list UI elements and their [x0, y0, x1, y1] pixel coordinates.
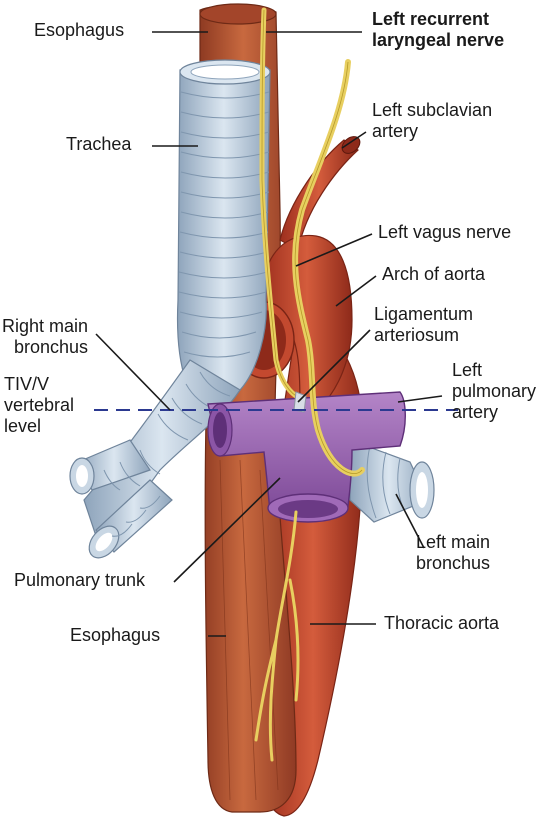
- recurrent-nerve-outline: [261, 9, 301, 399]
- right-bronchus-branch-upper: [77, 439, 151, 491]
- esophagus-top-opening: [199, 3, 277, 25]
- right-bronchus-rings: [103, 371, 231, 537]
- left-subclavian-opening: [341, 136, 361, 154]
- trachea-lumen: [190, 64, 260, 80]
- label-esophagus-bottom: Esophagus: [70, 625, 161, 645]
- vagus-nerve-outline: [294, 61, 363, 474]
- pulmonary-trunk-lumen: [278, 500, 338, 518]
- right-bronchus-upper-lumen: [76, 465, 88, 487]
- label-left-main-bronchus: Left main bronchus: [416, 532, 491, 573]
- label-esophagus-top: Esophagus: [34, 20, 125, 40]
- label-tiv-v-vertebral-level: TIV/V vertebral level: [4, 374, 75, 436]
- label-right-main-bronchus: Right main bronchus: [2, 316, 89, 357]
- right-pulmonary-lumen: [213, 412, 227, 448]
- label-pulmonary-trunk: Pulmonary trunk: [14, 570, 146, 590]
- label-trachea: Trachea: [66, 134, 132, 154]
- esophageal-nerve-plexus: [254, 510, 300, 762]
- leader-lines: [95, 31, 443, 637]
- right-bronchus-lower-lumen: [95, 532, 113, 552]
- label-left-vagus-nerve: Left vagus nerve: [378, 222, 512, 242]
- label-ligamentum-arteriosum: Ligamentum arteriosum: [374, 304, 474, 345]
- label-left-pulmonary-artery: Left pulmonary artery: [452, 360, 537, 422]
- label-thoracic-aorta: Thoracic aorta: [384, 613, 500, 633]
- left-bronchus-lumen: [416, 472, 428, 508]
- left-subclavian-artery-shape: [279, 139, 359, 251]
- label-left-recurrent-laryngeal-nerve: Left recurrent laryngeal nerve: [372, 9, 505, 50]
- label-arch-of-aorta: Arch of aorta: [382, 264, 486, 284]
- pulmonary-trunk-shape: [207, 391, 406, 513]
- label-left-subclavian-artery: Left subclavian artery: [372, 100, 493, 141]
